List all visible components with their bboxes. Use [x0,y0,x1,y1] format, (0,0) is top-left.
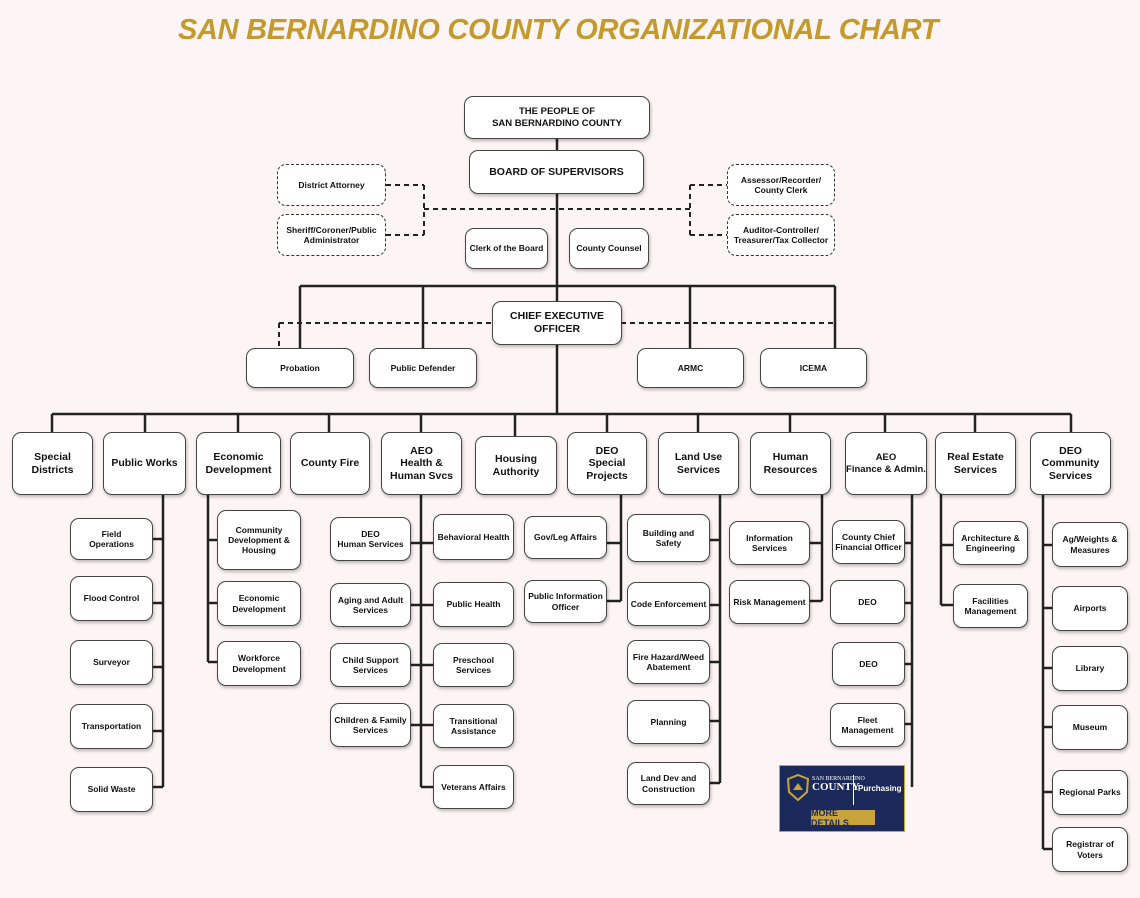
surveyor-box: Surveyor [70,640,153,685]
deo-finance-1-box: DEO [830,580,905,624]
deo-special-projects-box: DEO Special Projects [567,432,647,495]
sheriff-coroner-box: Sheriff/Coroner/Public Administrator [277,214,386,256]
public-health-box: Public Health [433,582,514,627]
registrar-of-voters-box: Registrar of Voters [1052,827,1128,872]
planning-box: Planning [627,700,710,744]
logo-divider [853,775,854,805]
page-title: SAN BERNARDINO COUNTY ORGANIZATIONAL CHA… [178,14,939,46]
information-services-box: Information Services [729,521,810,565]
preschool-services-box: Preschool Services [433,643,514,687]
veterans-affairs-box: Veterans Affairs [433,765,514,809]
county-counsel-box: County Counsel [569,228,649,269]
fire-hazard-weed-abatement-box: Fire Hazard/Weed Abatement [627,640,710,684]
auditor-controller-box: Auditor-Controller/ Treasurer/Tax Collec… [727,214,835,256]
public-defender-box: Public Defender [369,348,477,388]
facilities-management-box: Facilities Management [953,584,1028,628]
economic-development-sub-box: Economic Development [217,581,301,626]
flood-control-box: Flood Control [70,576,153,621]
board-of-supervisors-box: BOARD OF SUPERVISORS [469,150,644,194]
land-use-services-box: Land Use Services [658,432,739,495]
fleet-management-box: Fleet Management [830,703,905,747]
code-enforcement-box: Code Enforcement [627,582,710,626]
economic-development-box: Economic Development [196,432,281,495]
children-family-services-box: Children & Family Services [330,703,411,747]
regional-parks-box: Regional Parks [1052,770,1128,815]
aeo-health-human-services-box: AEO Health & Human Svcs [381,432,462,495]
public-information-officer-box: Public Information Officer [524,580,607,623]
district-attorney-box: District Attorney [277,164,386,206]
housing-authority-box: Housing Authority [475,436,557,495]
public-works-box: Public Works [103,432,186,495]
county-fire-box: County Fire [290,432,370,495]
clerk-of-board-box: Clerk of the Board [465,228,548,269]
purchasing-label: Purchasing [858,784,902,793]
child-support-services-box: Child Support Services [330,643,411,687]
behavioral-health-box: Behavioral Health [433,514,514,560]
library-box: Library [1052,646,1128,691]
community-development-housing-box: Community Development & Housing [217,510,301,570]
deo-finance-2-box: DEO [832,642,905,686]
gov-leg-affairs-box: Gov/Leg Affairs [524,516,607,559]
transportation-box: Transportation [70,704,153,749]
ag-weights-measures-box: Ag/Weights & Measures [1052,522,1128,567]
museum-box: Museum [1052,705,1128,750]
deo-human-services-box: DEO Human Services [330,517,411,561]
risk-management-box: Risk Management [729,580,810,624]
county-cfo-box: County Chief Financial Officer [832,520,905,564]
more-details-button[interactable]: MORE DETAILS [811,808,875,828]
probation-box: Probation [246,348,354,388]
human-resources-box: Human Resources [750,432,831,495]
building-safety-box: Building and Safety [627,514,710,562]
purchasing-promo-banner[interactable]: SAN BERNARDINO COUNTY Purchasing MORE DE… [779,765,905,832]
airports-box: Airports [1052,586,1128,631]
architecture-engineering-box: Architecture & Engineering [953,521,1028,565]
transitional-assistance-box: Transitional Assistance [433,704,514,748]
armc-box: ARMC [637,348,744,388]
ceo-box: CHIEF EXECUTIVE OFFICER [492,301,622,345]
aeo-finance-admin-box: AEO Finance & Admin. [845,432,927,495]
county-seal-icon [786,774,810,802]
assessor-recorder-box: Assessor/Recorder/ County Clerk [727,164,835,206]
land-dev-construction-box: Land Dev and Construction [627,762,710,805]
special-districts-box: Special Districts [12,432,93,495]
field-operations-box: Field Operations [70,518,153,560]
real-estate-services-box: Real Estate Services [935,432,1016,495]
solid-waste-box: Solid Waste [70,767,153,812]
people-box: THE PEOPLE OF SAN BERNARDINO COUNTY [464,96,650,139]
county-logo-text: SAN BERNARDINO COUNTY [812,776,865,794]
workforce-development-box: Workforce Development [217,641,301,686]
deo-community-services-box: DEO Community Services [1030,432,1111,495]
aging-adult-services-box: Aging and Adult Services [330,583,411,627]
icema-box: ICEMA [760,348,867,388]
